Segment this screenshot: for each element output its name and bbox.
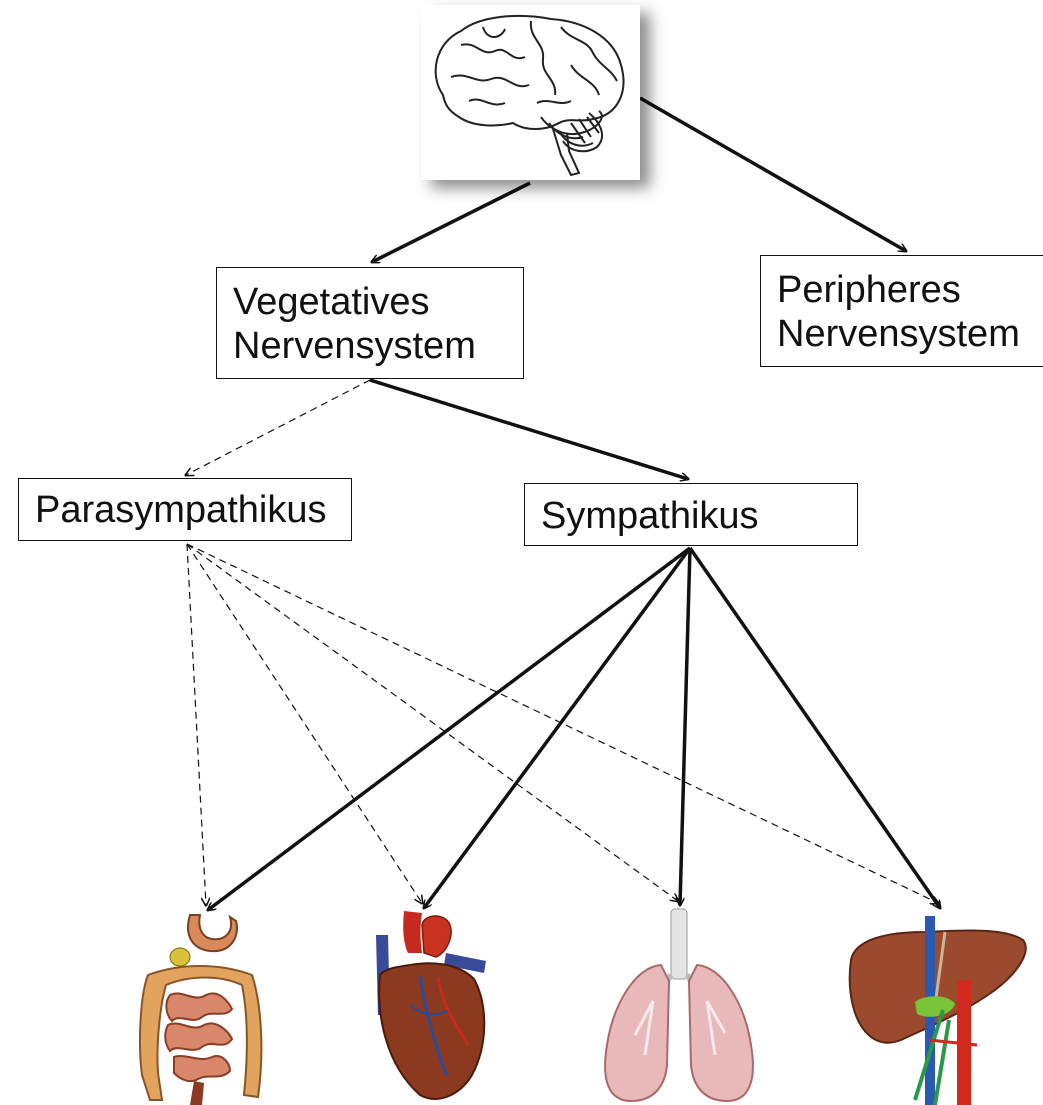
edge-sym-liver	[690, 548, 940, 908]
node-parasympathetic-label: Parasympathikus	[35, 488, 335, 532]
node-parasympathetic: Parasympathikus	[18, 478, 352, 541]
edge-sym-lungs	[680, 548, 690, 905]
node-sympathetic-label: Sympathikus	[541, 494, 841, 538]
edge-para-lungs	[187, 544, 678, 901]
node-peripheral-nervous-system: Peripheres Nervensystem	[760, 255, 1043, 367]
brain-image	[421, 5, 640, 180]
heart-image	[350, 905, 500, 1105]
lungs-image	[595, 905, 765, 1105]
node-sympathetic: Sympathikus	[524, 483, 858, 546]
edge-vegetative-sympathetic	[370, 380, 688, 479]
node-vegetative-line2: Nervensystem	[233, 324, 507, 368]
node-peripheral-line1: Peripheres	[777, 268, 1028, 312]
edge-sym-heart	[424, 548, 690, 908]
edge-brain-peripheral	[640, 98, 906, 251]
edge-brain-vegetative	[372, 183, 530, 262]
edge-para-stomach	[187, 544, 206, 905]
node-peripheral-line2: Nervensystem	[777, 312, 1028, 356]
stomach-intestine-image	[120, 905, 280, 1105]
liver-image	[845, 910, 1035, 1105]
node-vegetative-nervous-system: Vegetatives Nervensystem	[216, 267, 524, 379]
node-vegetative-line1: Vegetatives	[233, 280, 507, 324]
edge-vegetative-parasympathetic	[186, 380, 370, 475]
edge-para-heart	[187, 544, 422, 903]
edge-sym-stomach	[208, 548, 690, 910]
